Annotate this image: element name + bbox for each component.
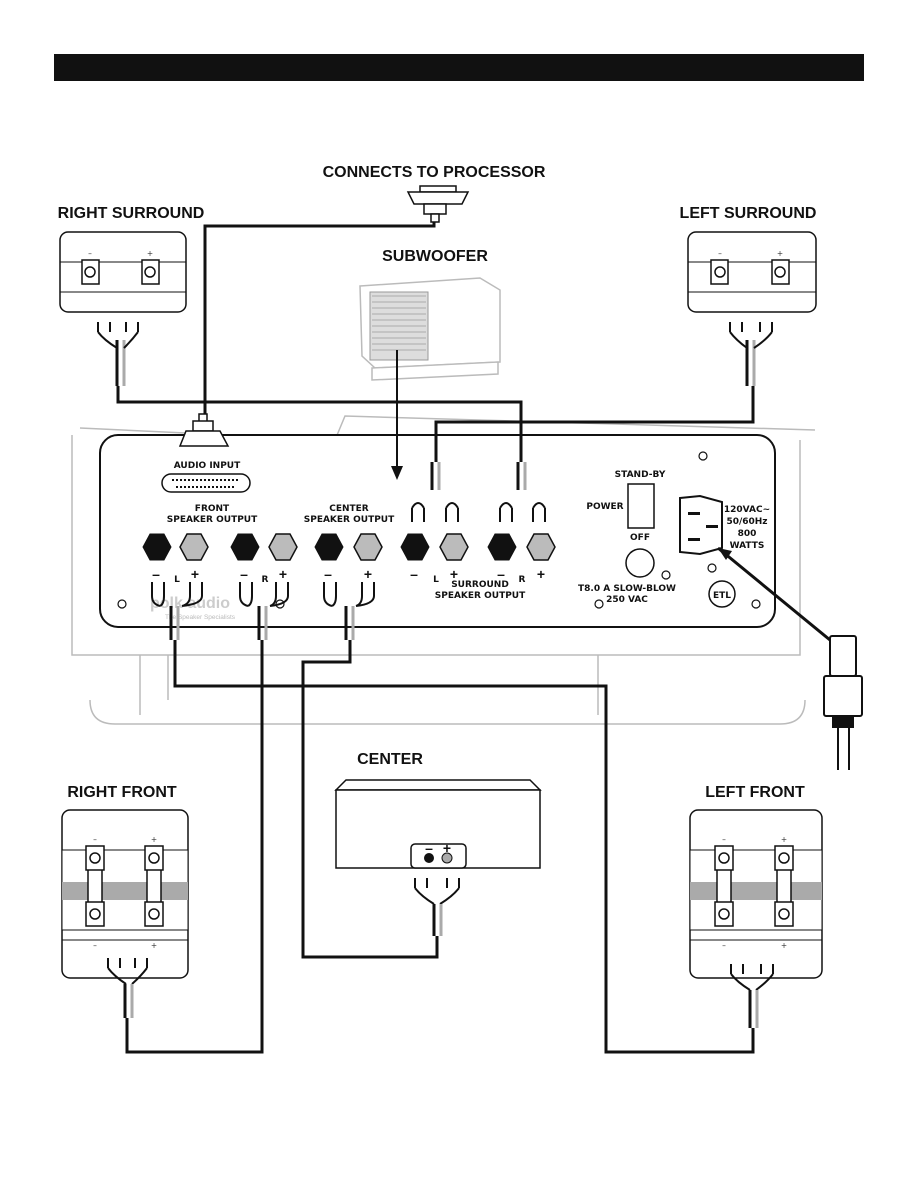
svg-text:+: + <box>151 941 157 950</box>
center-label: CENTER <box>357 751 423 768</box>
power-plug-icon <box>823 635 863 770</box>
etl-text: ETL <box>713 591 731 601</box>
panel-screws <box>117 451 761 609</box>
front-left-terminals <box>142 533 209 561</box>
fuse-label-2: 250 VAC <box>606 595 648 605</box>
off-label: OFF <box>630 533 650 543</box>
front-output-label-2: SPEAKER OUTPUT <box>167 515 258 525</box>
svg-text:–: – <box>93 835 97 844</box>
svg-text:–: – <box>88 249 92 258</box>
center-output-label-2: SPEAKER OUTPUT <box>304 515 395 525</box>
svg-text:–: – <box>722 835 726 844</box>
svg-text:–: – <box>93 941 97 950</box>
ac-rating-2: 50/60Hz <box>726 517 767 527</box>
svg-text:+: + <box>781 835 787 844</box>
svg-text:+: + <box>279 566 287 582</box>
standby-label: STAND-BY <box>615 470 666 480</box>
wiring <box>115 222 831 1054</box>
svg-text:–: – <box>410 566 418 582</box>
surround-right-terminals <box>487 533 556 561</box>
wire-forks <box>97 322 774 991</box>
center-output-label-1: CENTER <box>329 504 369 514</box>
wire-pairs <box>123 462 759 1028</box>
ac-inlet-icon <box>679 494 723 556</box>
surround-output-label-2: SPEAKER OUTPUT <box>435 591 526 601</box>
ac-rating-4: WATTS <box>730 541 765 551</box>
ac-rating-3: 800 <box>738 529 757 539</box>
svg-text:L: L <box>174 575 180 585</box>
fuse-holder[interactable] <box>625 548 655 578</box>
svg-text:L: L <box>433 575 439 585</box>
processor-connector-icon <box>406 185 470 223</box>
center-terminals <box>314 533 383 561</box>
etl-mark-icon <box>708 580 736 608</box>
surround-left-terminals <box>400 533 469 561</box>
processor-label: CONNECTS TO PROCESSOR <box>323 164 546 181</box>
svg-text:+: + <box>364 566 372 582</box>
svg-text:+: + <box>781 941 787 950</box>
svg-text:+: + <box>151 835 157 844</box>
right-surround-label: RIGHT SURROUND <box>58 205 205 222</box>
svg-text:–: – <box>425 840 433 856</box>
svg-text:–: – <box>152 566 160 582</box>
power-label: POWER <box>586 502 623 512</box>
left-front-label: LEFT FRONT <box>705 784 805 801</box>
front-right-terminals <box>230 533 298 561</box>
front-output-label-1: FRONT <box>195 504 230 514</box>
svg-text:–: – <box>240 566 248 582</box>
svg-text:–: – <box>718 249 722 258</box>
svg-text:R: R <box>519 575 526 585</box>
svg-text:+: + <box>147 249 153 258</box>
brand-tagline: The Speaker Specialists <box>165 614 236 621</box>
audio-input-label: AUDIO INPUT <box>174 461 241 471</box>
center-speaker: – + <box>334 779 542 869</box>
ac-rating-1: 120VAC~ <box>724 505 770 515</box>
surround-output-label-1: SURROUND <box>451 580 509 590</box>
right-front-speaker: – + – + <box>61 809 189 979</box>
header-bar <box>54 54 864 81</box>
audio-input-connector-icon <box>161 413 251 493</box>
left-front-speaker: – + – + <box>689 809 823 979</box>
fuse-label-1: T8.0 A SLOW-BLOW <box>578 584 676 594</box>
right-front-label: RIGHT FRONT <box>67 784 177 801</box>
svg-text:–: – <box>722 941 726 950</box>
svg-text:–: – <box>497 566 505 582</box>
svg-text:+: + <box>443 840 451 856</box>
svg-text:+: + <box>191 566 199 582</box>
svg-text:+: + <box>777 249 783 258</box>
power-switch[interactable] <box>627 483 655 529</box>
subwoofer-label: SUBWOOFER <box>382 248 488 265</box>
right-surround-speaker: – + <box>59 231 187 313</box>
left-surround-speaker: – + <box>687 231 817 313</box>
subwoofer-icon <box>359 277 501 381</box>
left-surround-label: LEFT SURROUND <box>680 205 817 222</box>
svg-text:R: R <box>262 575 269 585</box>
svg-text:+: + <box>450 566 458 582</box>
svg-text:–: – <box>324 566 332 582</box>
svg-text:+: + <box>537 566 545 582</box>
